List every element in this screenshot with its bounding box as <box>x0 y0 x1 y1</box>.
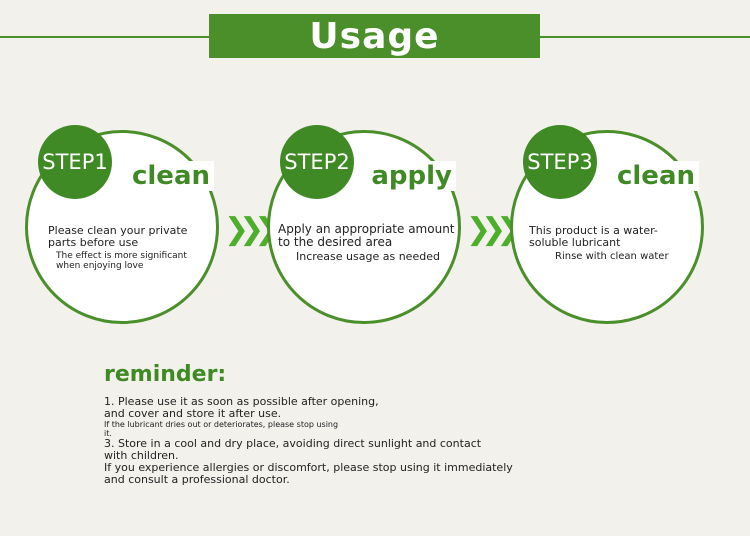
step-verb: apply <box>367 161 456 191</box>
step-note: Rinse with clean water <box>555 251 669 262</box>
header-rule-right <box>540 36 750 38</box>
step-badge-label: STEP2 <box>284 150 350 174</box>
arrow-icon: ❯❯❯ <box>224 212 280 247</box>
step-circle-2: STEP2 apply Apply an appropriate amount … <box>267 125 461 324</box>
step-circle-3: STEP3 clean This product is a water-solu… <box>510 125 704 324</box>
arrow-icon: ❯❯❯ <box>466 212 522 247</box>
step-badge: STEP1 <box>38 125 112 199</box>
header-rule-left <box>0 36 210 38</box>
title-banner: Usage <box>209 14 540 58</box>
step-badge-label: STEP1 <box>42 150 108 174</box>
reminder-text: 1. Please use it as soon as possible aft… <box>104 396 544 486</box>
reminder-line: If you experience allergies or discomfor… <box>104 461 513 474</box>
step-description: This product is a water-soluble lubrican… <box>529 224 658 249</box>
reminder-line: and consult a professional doctor. <box>104 473 290 486</box>
reminder-line: and cover and store it after use. <box>104 407 282 420</box>
step-badge-label: STEP3 <box>527 150 593 174</box>
reminder-line: 3. Store in a cool and dry place, avoidi… <box>104 437 482 450</box>
step-verb: clean <box>612 161 699 191</box>
step-description: Please clean your private parts before u… <box>48 224 188 249</box>
step-note: Increase usage as needed <box>296 250 440 263</box>
reminder-line: 1. Please use it as soon as possible aft… <box>104 395 379 408</box>
step-badge: STEP3 <box>523 125 597 199</box>
step-verb: clean <box>127 161 214 191</box>
reminder-heading: reminder: <box>104 362 227 387</box>
page-title: Usage <box>309 15 440 57</box>
step-circle-1: STEP1 clean Please clean your private pa… <box>25 125 219 324</box>
step-description: Apply an appropriate amount to the desir… <box>278 222 455 249</box>
reminder-line: it. <box>104 429 112 438</box>
step-badge: STEP2 <box>280 125 354 199</box>
reminder-line: If the lubricant dries out or deteriorat… <box>104 420 339 429</box>
step-note: The effect is more significant when enjo… <box>56 251 187 271</box>
reminder-line: with children. <box>104 449 179 462</box>
